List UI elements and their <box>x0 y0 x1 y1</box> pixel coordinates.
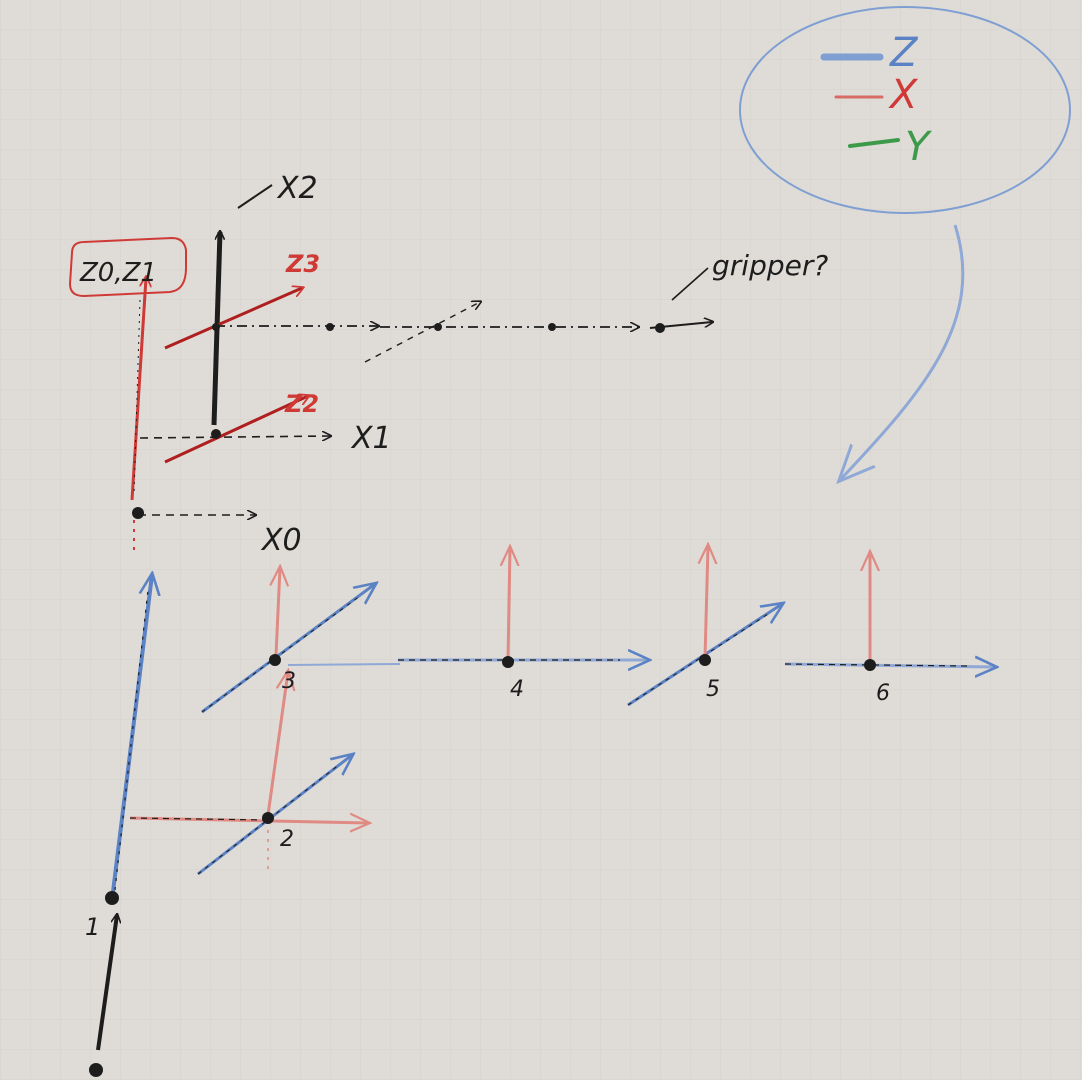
joint4-dot <box>502 656 514 668</box>
joint3-label: 3 <box>282 669 296 694</box>
z01-label: Z0,Z1 <box>79 258 157 288</box>
legend-y-swatch <box>848 138 900 148</box>
gripper-dot <box>655 323 665 333</box>
joint2-x-hatching <box>129 817 269 821</box>
joint1-dot <box>105 891 119 905</box>
base-link <box>96 915 117 1051</box>
joint5-dot <box>699 654 711 666</box>
frame-sketch: Z0,Z1 X2 Z3 Z2 X1 X0 gripper? <box>68 171 828 558</box>
legend-pointer-arrow <box>840 224 965 480</box>
joint3-up-axis <box>276 568 280 656</box>
joint2-dot <box>262 812 274 824</box>
joint5-z-hatching <box>627 613 769 706</box>
joint3-link <box>287 663 401 666</box>
joint2-x-axis <box>129 818 368 823</box>
z2-axis <box>164 396 308 464</box>
x1-label: X1 <box>350 421 392 456</box>
joint5-label: 5 <box>706 677 720 702</box>
x0-label: X0 <box>260 523 302 558</box>
joint4-label: 4 <box>510 677 524 702</box>
x1-axis <box>139 436 330 438</box>
legend-x-label: X <box>888 72 919 118</box>
joint3-z-hatching <box>201 595 361 713</box>
z3-axis <box>164 288 302 350</box>
gripper-label: gripper? <box>712 249 828 282</box>
base-dot <box>89 1063 103 1077</box>
chain-dot-3 <box>434 323 442 331</box>
frame1-origin-dot <box>211 429 221 439</box>
joint3-dot <box>269 654 281 666</box>
legend-circle <box>739 6 1071 214</box>
chain-dot-1 <box>212 323 220 331</box>
legend-y-label: Y <box>905 124 933 170</box>
legend-z-label: Z <box>889 30 919 76</box>
joint3-z-axis <box>201 584 375 714</box>
joint5-up-axis <box>705 546 708 659</box>
chain-dot-2 <box>326 323 334 331</box>
gripper-leader <box>671 267 709 301</box>
joint-sketch: 1 2 3 4 5 6 <box>85 546 995 1077</box>
chain-dot-4 <box>548 323 556 331</box>
chain-diagonal <box>364 302 480 363</box>
frame0-origin-dot <box>132 507 144 519</box>
joint6-x-hatching <box>784 663 969 667</box>
joint2-label: 2 <box>280 827 294 852</box>
z01-label-box <box>68 236 187 298</box>
x2-label: X2 <box>276 171 318 206</box>
z0-axis-hatching <box>133 299 141 496</box>
joint1-label: 1 <box>85 913 100 941</box>
joint6-dot <box>864 659 876 671</box>
x2-leader <box>237 184 273 209</box>
z0-axis <box>130 278 146 501</box>
legend: Z X Y <box>739 6 1071 480</box>
joint6-label: 6 <box>876 681 890 706</box>
z3-label: Z3 <box>285 250 320 278</box>
joint4-up-axis <box>508 548 510 661</box>
z2-label: Z2 <box>284 390 319 418</box>
joint2-z-hatching <box>197 763 341 875</box>
joint2-up-axis <box>266 672 288 816</box>
